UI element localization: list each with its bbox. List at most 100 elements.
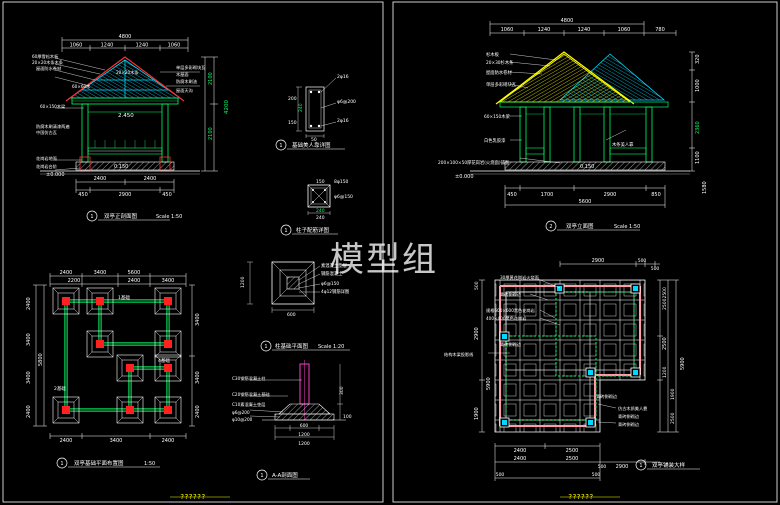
detail-b-dim-1: 240: [316, 208, 325, 214]
foundation-section-dim-0: 1200: [298, 432, 310, 438]
svg-text:1: 1: [264, 344, 267, 350]
floor-note-5: 青砖侧砌边: [500, 341, 522, 348]
detail-b-note-0: 8φ150: [334, 179, 349, 185]
foundation-plan-title: 双亭基础平面布置图: [74, 459, 124, 467]
column-base-note-1: 钢筋混凝土: [321, 270, 343, 277]
fplan-right-dim-0: 3400: [195, 313, 201, 326]
side-top-dim-5: 780: [655, 27, 665, 33]
side-elev-0000: ±0.000: [455, 174, 474, 180]
sheet-frame-right: [392, 1, 778, 503]
column-marker: [62, 406, 70, 414]
foundation-plan-scale: 1:50: [144, 461, 155, 467]
side-top-dim-3: 1240: [578, 27, 591, 33]
side-elev-0150: 0.150: [580, 164, 594, 170]
floor-note-3: 400×400黑色花岗岩: [486, 315, 526, 322]
front-bottom-dim-1: 2400: [94, 176, 107, 182]
column-marker: [126, 406, 134, 414]
floor-left-dim-1: 2900: [474, 327, 480, 340]
side-right-dim-4: 1580: [702, 181, 708, 194]
svg-text:1: 1: [639, 463, 642, 469]
fplan-callout-0: 1基础: [118, 294, 130, 301]
side-note-7: 200×100×50厚花岗岩(火烧面)铺面: [438, 159, 510, 166]
fplan-left-dim-0: 2400: [26, 297, 32, 310]
foundation-section-note-2: C10素混凝土垫层: [232, 401, 265, 408]
fplan-left-dim-2: 5800: [38, 353, 44, 366]
footing-pad: [116, 396, 144, 424]
column-marker: [96, 297, 104, 305]
footing-pad: [52, 396, 80, 424]
floor-bottom-dim-1: 2500: [566, 448, 579, 454]
foundation-section-note-4: φ10@200: [232, 417, 253, 422]
side-note-3: 单层多彩砌块瓦: [486, 81, 517, 88]
foundation-section-dim-3: 100: [343, 414, 352, 420]
floor-note-7: 仿古木质美人靠: [618, 405, 647, 412]
side-note-4: 60×150木梁: [484, 113, 511, 120]
detail-a-dim-1: 50: [311, 137, 317, 143]
detail-a-note-1: φ6@200: [337, 99, 356, 105]
column-marker: [164, 364, 172, 372]
foundation-section-dim-2: 600: [300, 423, 309, 429]
floor-note-1: 青砖侧砌边: [500, 291, 522, 298]
front-top-dim-2: 1240: [101, 43, 114, 49]
detail-a-note-2: 2φ16: [337, 118, 349, 124]
detail-b-dim-0: 150: [316, 179, 325, 185]
fplan-top-dim-5: 3400: [162, 278, 175, 284]
column-marker: [164, 406, 172, 414]
detail-b-dim-2: 240: [316, 215, 325, 221]
front-top-dim-total: 4800: [119, 34, 132, 40]
foundation-section-note-1: C20钢筋混凝土基础: [232, 391, 270, 398]
side-bottom-dim-4: 5600: [579, 199, 592, 205]
floor-left-dim-3: 1900: [474, 407, 480, 420]
side-note-1: 20×30杉木条: [486, 59, 514, 66]
front-note-6: 防腐木刷油: [176, 78, 197, 85]
front-elev-2450: 2.450: [118, 113, 134, 119]
side-top-dim-2: 1240: [538, 27, 551, 33]
detail-a-drawing: 240 50 200 150 2φ16 φ6@200 2φ16 1 基础美人靠详…: [275, 74, 356, 151]
floor-right-dim-3: 1900: [670, 388, 676, 400]
column-marker: [126, 364, 134, 372]
front-note-5: 木屋面: [176, 71, 189, 78]
footing-pad: [116, 354, 144, 382]
foundation-section-dim-4: 300: [339, 386, 345, 395]
front-bottom-dim-3: 450: [78, 192, 88, 198]
side-bottom-dim-1: 1700: [541, 192, 554, 198]
floor-right-dim-2: 1200: [662, 366, 668, 378]
front-note-9: 屋面天沟: [176, 87, 193, 94]
front-note-7: 60×150木梁: [40, 103, 66, 110]
fplan-left-dim-1: 3400: [26, 333, 32, 346]
detail-b-note-1: φ6@150: [334, 194, 353, 200]
svg-text:1: 1: [60, 461, 63, 467]
footing-pad: [52, 287, 80, 315]
fplan-right-dim-1: 3400: [195, 371, 201, 384]
floor-note-8: 青砖侧砌边: [618, 413, 640, 420]
floor-bottom-dim-6: 500: [496, 472, 505, 478]
floor-bottom-dim-0: 2400: [514, 448, 527, 454]
front-elevation-drawing: 4800 1060 1240 1240 1060 2: [32, 34, 230, 222]
floor-right-dim-4: 2500: [670, 412, 676, 424]
front-note-1: 20×20木条木条: [32, 59, 64, 66]
front-note-8: 防腐木刷清漆两遍: [36, 123, 70, 130]
foundation-section-note-3: φ6@200: [232, 410, 250, 415]
front-elev-0150: 0.150: [114, 164, 128, 170]
side-note-6: 木条美人靠: [612, 141, 634, 148]
floor-top-dim-1: 500: [638, 258, 647, 264]
floor-bottom-dim-5: 2900: [616, 464, 629, 470]
footing-pad: [154, 287, 182, 315]
fplan-top-dim-2: 5600: [128, 270, 141, 276]
floor-top-dim-2: 500: [651, 266, 660, 272]
front-top-dim-4: 1060: [168, 43, 181, 49]
floor-note-2: 规格600×600黑色花岗岩: [486, 307, 535, 314]
front-note-11: 中国仿古瓦: [36, 129, 57, 136]
fplan-callout-2: 4基础: [158, 357, 170, 364]
fplan-bottom-dim-1: 3400: [110, 438, 123, 444]
column-base-note-3: 4φ12钢筋详图: [321, 288, 349, 295]
fplan-top-dim-0: 2400: [60, 270, 73, 276]
foundation-section-dim-1: 1200: [298, 441, 310, 447]
front-note-3: 20×20木条: [116, 69, 139, 76]
detail-a-dim-3: 150: [288, 120, 297, 126]
front-elevation-top-dims-lines: [61, 37, 189, 52]
foundation-section-drawing: 1200 1200 600 100 300 C30钢筋混凝土柱 C20钢筋混凝土…: [232, 360, 352, 481]
front-elev-0000: ±0.000: [46, 172, 65, 178]
front-roof-edge: [65, 56, 185, 102]
